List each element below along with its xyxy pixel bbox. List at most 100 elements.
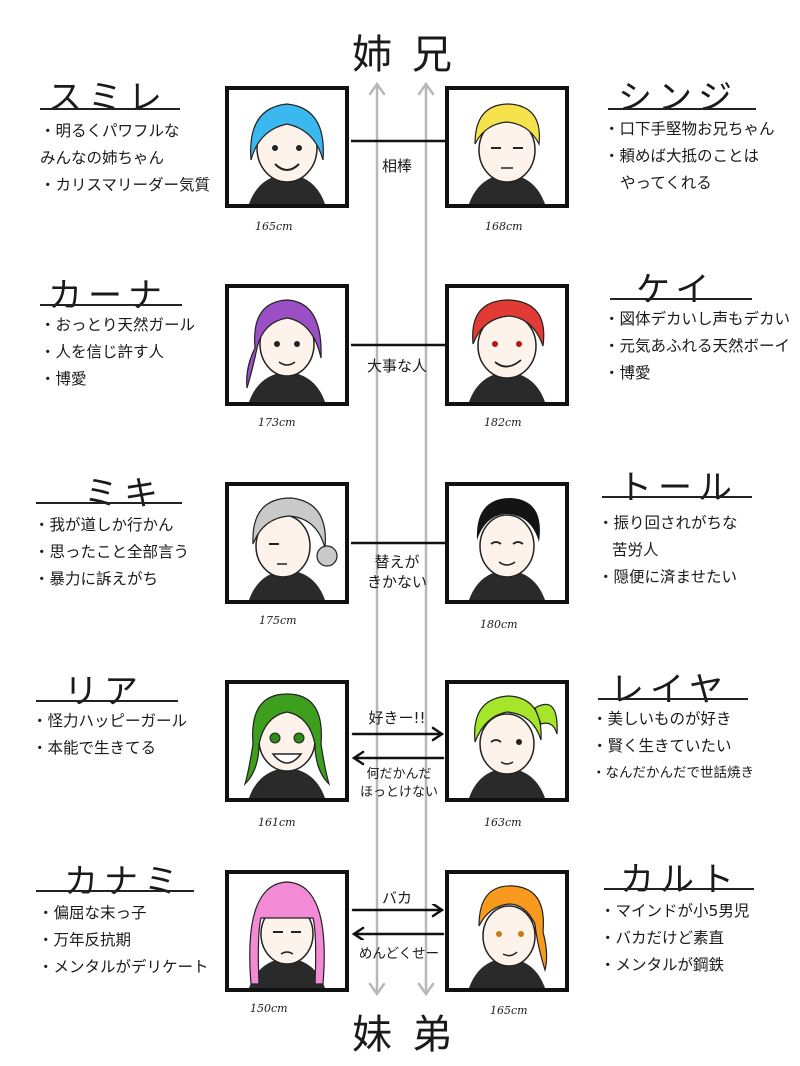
height-tooru: 180cm bbox=[480, 618, 518, 631]
trait-line: ・おっとり天然ガール bbox=[40, 316, 196, 334]
trait-line: ・博愛 bbox=[604, 364, 651, 382]
trait-line: ・元気あふれる天然ボーイ bbox=[604, 337, 791, 355]
height-kaana: 173cm bbox=[258, 416, 296, 429]
header-younger-sister: 妹 bbox=[352, 1012, 394, 1058]
trait-line: ・なんだかんだで世話焼き bbox=[592, 765, 754, 781]
trait-line: ・振り回されがちな bbox=[598, 514, 738, 532]
portrait-shinji[interactable] bbox=[445, 86, 569, 208]
portrait-ria[interactable] bbox=[225, 680, 349, 802]
relation-label-bottom: 何だかんだ ほっとけない bbox=[356, 766, 442, 802]
height-reiya: 163cm bbox=[484, 816, 522, 829]
relation-line bbox=[351, 139, 445, 143]
relation-label-bottom: めんどくせー bbox=[354, 944, 444, 964]
name-kaana: カーナ bbox=[48, 276, 168, 316]
relation-arrows bbox=[351, 726, 445, 766]
trait-line: 苦労人 bbox=[612, 541, 659, 559]
relation-text: ほっとけない bbox=[359, 785, 438, 800]
trait-line: ・偏屈な末っ子 bbox=[38, 904, 147, 922]
relation-line bbox=[351, 541, 445, 545]
traits-shinji: ・口下手堅物お兄ちゃん ・頼めば大抵のことは やってくれる bbox=[604, 116, 775, 197]
trait-line: ・バカだけど素直 bbox=[600, 929, 725, 947]
trait-line: ・我が道しか行かん bbox=[34, 516, 174, 534]
trait-line: ・万年反抗期 bbox=[38, 931, 132, 949]
name-underline bbox=[608, 108, 756, 110]
name-karuto: カルト bbox=[620, 860, 740, 900]
traits-kaana: ・おっとり天然ガール ・人を信じ許す人 ・博愛 bbox=[40, 312, 195, 393]
name-reiya: レイヤ bbox=[610, 670, 729, 710]
header-elder-sister: 姉 bbox=[352, 32, 394, 78]
trait-line: ・博愛 bbox=[40, 370, 87, 388]
trait-line: ・明るくパワフルな bbox=[40, 122, 180, 140]
relation-line bbox=[351, 343, 445, 347]
traits-karuto: ・マインドが小5男児 ・バカだけど素直 ・メンタルが鋼鉄 bbox=[600, 898, 749, 979]
trait-line: ・メンタルがデリケート bbox=[38, 958, 209, 976]
trait-line: ・美しいものが好き bbox=[592, 710, 732, 728]
trait-line: ・賢く生きていたい bbox=[592, 737, 732, 755]
portrait-tooru[interactable] bbox=[445, 482, 569, 604]
name-kei: ケイ bbox=[636, 270, 716, 310]
name-shinji: シンジ bbox=[618, 78, 738, 118]
trait-line: ・カリスマリーダー気質 bbox=[40, 176, 211, 194]
trait-line: ・本能で生きてる bbox=[32, 739, 157, 757]
height-kei: 182cm bbox=[484, 416, 522, 429]
height-sumire: 165cm bbox=[255, 220, 293, 233]
name-underline bbox=[598, 698, 748, 700]
header-elder-brother: 兄 bbox=[412, 32, 454, 78]
portrait-karuto[interactable] bbox=[445, 870, 569, 992]
relation-text: 替えが bbox=[374, 553, 420, 571]
trait-line: ・思ったこと全部言う bbox=[34, 543, 190, 561]
relation-text: めんどくせー bbox=[358, 946, 440, 962]
name-underline bbox=[36, 700, 178, 702]
trait-line: みんなの姉ちゃん bbox=[40, 149, 165, 167]
traits-reiya: ・美しいものが好き ・賢く生きていたい ・なんだかんだで世話焼き bbox=[592, 706, 754, 787]
trait-line: ・怪力ハッピーガール bbox=[32, 712, 188, 730]
traits-kanami: ・偏屈な末っ子 ・万年反抗期 ・メンタルがデリケート bbox=[38, 900, 209, 981]
trait-line: やってくれる bbox=[620, 174, 712, 192]
name-ria: リア bbox=[64, 672, 144, 712]
relation-arrows bbox=[351, 904, 445, 940]
trait-line: ・暴力に訴えがち bbox=[34, 570, 159, 588]
relation-label-top: バカ bbox=[381, 889, 412, 907]
relation-text: 大事な人 bbox=[366, 357, 427, 375]
name-miki: ミキ bbox=[84, 474, 164, 514]
name-sumire: スミレ bbox=[48, 78, 168, 118]
height-ria: 161cm bbox=[258, 816, 296, 829]
trait-line: ・頼めば大抵のことは bbox=[604, 147, 760, 165]
relation-label: 相棒 bbox=[358, 156, 436, 176]
trait-line: ・隠便に済ませたい bbox=[598, 568, 738, 586]
height-kanami: 150cm bbox=[250, 1002, 288, 1015]
relation-text: 何だかんだ bbox=[366, 767, 432, 782]
name-underline bbox=[604, 888, 754, 890]
trait-line: ・口下手堅物お兄ちゃん bbox=[604, 120, 775, 138]
portrait-reiya[interactable] bbox=[445, 680, 569, 802]
portrait-miki[interactable] bbox=[225, 482, 349, 604]
trait-line: ・図体デカいし声もデカい bbox=[604, 310, 791, 328]
name-underline bbox=[610, 298, 752, 300]
name-kanami: カナミ bbox=[64, 862, 184, 902]
traits-tooru: ・振り回されがちな 苦労人 ・隠便に済ませたい bbox=[598, 510, 738, 591]
relation-label-top: 好きー!! bbox=[368, 709, 426, 727]
relation-label: 替えが きかない bbox=[356, 552, 438, 592]
name-tooru: トール bbox=[618, 468, 738, 508]
portrait-kei[interactable] bbox=[445, 284, 569, 406]
name-underline bbox=[36, 890, 194, 892]
portrait-kaana[interactable] bbox=[225, 284, 349, 406]
height-miki: 175cm bbox=[259, 614, 297, 627]
name-underline bbox=[40, 304, 182, 306]
vertical-axis-arrows bbox=[368, 81, 435, 997]
portrait-kanami[interactable] bbox=[225, 870, 349, 992]
traits-sumire: ・明るくパワフルな みんなの姉ちゃん ・カリスマリーダー気質 bbox=[40, 118, 210, 199]
relation-text: きかない bbox=[366, 573, 427, 591]
name-underline bbox=[40, 108, 180, 110]
trait-line: ・メンタルが鋼鉄 bbox=[600, 956, 725, 974]
portrait-sumire[interactable] bbox=[225, 86, 349, 208]
trait-line: ・マインドが小5男児 bbox=[600, 902, 750, 920]
height-shinji: 168cm bbox=[485, 220, 523, 233]
traits-kei: ・図体デカいし声もデカい ・元気あふれる天然ボーイ ・博愛 bbox=[604, 306, 790, 387]
traits-ria: ・怪力ハッピーガール ・本能で生きてる bbox=[32, 708, 187, 762]
name-underline bbox=[602, 496, 752, 498]
trait-line: ・人を信じ許す人 bbox=[40, 343, 165, 361]
name-underline bbox=[36, 502, 182, 504]
height-karuto: 165cm bbox=[490, 1004, 528, 1017]
relation-text: 相棒 bbox=[381, 157, 412, 175]
